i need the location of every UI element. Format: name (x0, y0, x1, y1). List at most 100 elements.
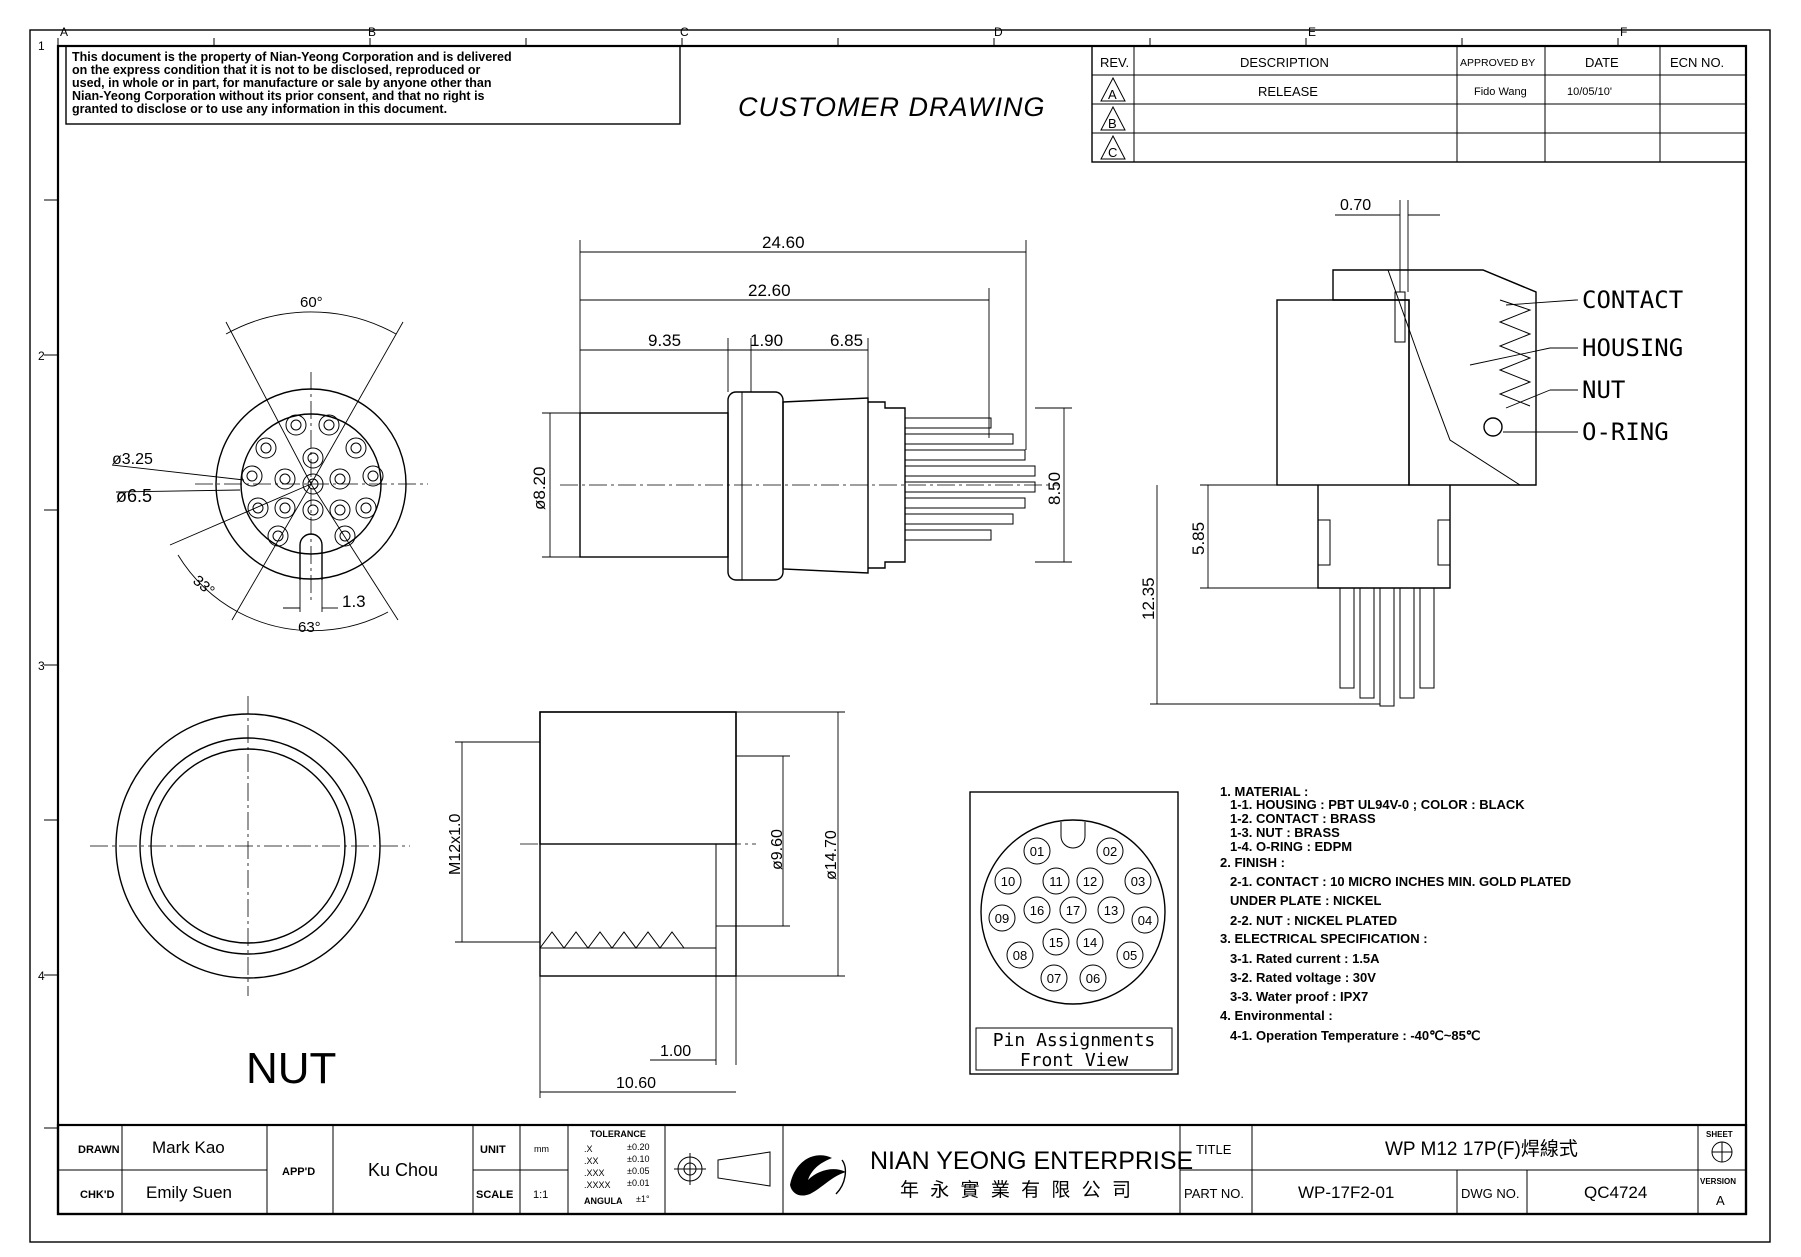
version-label: VERSION (1700, 1177, 1736, 1186)
notice-line-5: granted to disclose or to use any inform… (72, 102, 447, 116)
pin-15: 15 (1049, 935, 1063, 950)
callout-nut: NUT (1582, 376, 1625, 404)
rev-header: REV. (1100, 55, 1129, 70)
tol-key-4: .XXXX (584, 1180, 611, 1190)
part-value: WP-17F2-01 (1298, 1183, 1394, 1202)
pin-07: 07 (1047, 971, 1061, 986)
length-10-60: 10.60 (616, 1075, 656, 1092)
section-view: 0.70 5.85 12.35 CONTACT HOUSING NUT O-RI… (1139, 197, 1683, 707)
pin-10: 10 (1001, 874, 1015, 889)
ecn-header: ECN NO. (1670, 55, 1724, 70)
chkd-label: CHK'D (80, 1189, 114, 1201)
pin-12: 12 (1083, 874, 1097, 889)
sheet-crosshair-icon (1711, 1141, 1733, 1163)
pin-11: 11 (1049, 874, 1063, 889)
appd-value: Ku Chou (368, 1160, 438, 1180)
pin-08: 08 (1013, 948, 1027, 963)
pin-assignment-box: 01 02 03 04 05 06 07 08 09 10 11 12 13 1… (969, 791, 1179, 1075)
note-line-8: UNDER PLATE : NICKEL (1230, 893, 1381, 908)
callout-contact: CONTACT (1582, 286, 1683, 314)
thickness-0-70: 0.70 (1340, 197, 1371, 214)
callout-housing: HOUSING (1582, 334, 1683, 362)
pin-02: 02 (1103, 844, 1117, 859)
drawn-value: Mark Kao (152, 1138, 225, 1157)
tol-val-4: ±0.01 (627, 1178, 649, 1188)
title-block: DRAWN Mark Kao CHK'D Emily Suen APP'D Ku… (56, 1123, 1748, 1216)
rev-a-description: RELEASE (1258, 84, 1318, 99)
thread-m12: M12x1.0 (447, 814, 464, 875)
seg-1-90: 1.90 (750, 331, 783, 350)
seg-9-35: 9.35 (648, 331, 681, 350)
tol-val-3: ±0.05 (627, 1166, 649, 1176)
pin-16: 16 (1030, 903, 1044, 918)
note-line-6: 2. FINISH : (1220, 855, 1285, 870)
unit-value: mm (534, 1144, 549, 1154)
pin-04: 04 (1138, 913, 1152, 928)
dia-8-20: ø8.20 (530, 467, 549, 510)
dia-14-70: ø14.70 (823, 830, 840, 880)
zone-letter-e: E (1308, 25, 1316, 39)
note-line-11: 3-1. Rated current : 1.5A (1230, 951, 1380, 966)
zone-number-4: 4 (38, 969, 45, 983)
height-5-85: 5.85 (1189, 522, 1208, 555)
key-width-label: 1.3 (342, 592, 366, 611)
note-line-12: 3-2. Rated voltage : 30V (1230, 970, 1376, 985)
nut-front-view: NUT (90, 696, 410, 1093)
zone-number-3: 3 (38, 659, 45, 673)
tol-key-1: .X (584, 1144, 593, 1154)
rev-c-letter: C (1108, 145, 1117, 160)
height-12-35: 12.35 (1139, 577, 1158, 620)
company-logo-icon (790, 1155, 847, 1196)
pin-05: 05 (1123, 948, 1137, 963)
part-label: PART NO. (1184, 1186, 1244, 1201)
notice-line-4: Nian-Yeong Corporation without its prior… (72, 89, 485, 103)
title-label: TITLE (1196, 1142, 1232, 1157)
nut-section-view: M12x1.0 ø9.60 ø14.70 1.00 10.60 (447, 711, 845, 1098)
pin-17: 17 (1066, 903, 1080, 918)
dia-3-25-label: ø3.25 (112, 451, 153, 468)
note-line-14: 4. Environmental : (1220, 1008, 1333, 1023)
note-line-13: 3-3. Water proof : IPX7 (1230, 989, 1368, 1004)
pin-06: 06 (1086, 971, 1100, 986)
note-line-3: 1-2. CONTACT : BRASS (1230, 811, 1376, 826)
note-line-9: 2-2. NUT : NICKEL PLATED (1230, 913, 1397, 928)
zone-number-1: 1 (38, 39, 45, 53)
zone-letter-c: C (680, 25, 689, 39)
scale-label: SCALE (476, 1189, 513, 1201)
company-name: NIAN YEONG ENTERPRISE (870, 1147, 1193, 1175)
tol-val-5: ±1° (636, 1194, 650, 1204)
angle-63-label: 63° (298, 619, 321, 636)
pin-caption-2: Front View (1020, 1050, 1129, 1071)
angle-60-label: 60° (300, 294, 323, 311)
notice-line-2: on the express condition that it is not … (72, 63, 481, 77)
projection-symbol-icon (674, 1151, 771, 1187)
pin-09: 09 (995, 911, 1009, 926)
note-line-1: 1. MATERIAL : (1220, 784, 1308, 799)
note-line-10: 3. ELECTRICAL SPECIFICATION : (1220, 931, 1428, 946)
tol-key-2: .XX (584, 1156, 599, 1166)
notice-line-3: used, in whole or in part, for manufactu… (72, 76, 492, 90)
rev-a-date: 10/05/10' (1567, 86, 1612, 98)
tol-val-2: ±0.10 (627, 1154, 649, 1164)
callout-o-ring: O-RING (1582, 418, 1669, 446)
side-view: 24.60 22.60 9.35 1.90 6.85 ø8.20 8.50 (530, 233, 1072, 581)
zone-letter-d: D (994, 25, 1003, 39)
drawing-type-title: CUSTOMER DRAWING (738, 92, 1046, 122)
zone-letter-b: B (368, 25, 376, 39)
zone-letter-a: A (60, 25, 68, 39)
rev-a-letter: A (1108, 87, 1117, 102)
dia-6-5-label: ø6.5 (116, 486, 152, 506)
date-header: DATE (1585, 55, 1619, 70)
sheet-label: SHEET (1706, 1130, 1733, 1139)
tol-val-1: ±0.20 (627, 1142, 649, 1152)
note-line-7: 2-1. CONTACT : 10 MICRO INCHES MIN. GOLD… (1230, 874, 1571, 889)
note-line-2: 1-1. HOUSING : PBT UL94V-0 ; COLOR : BLA… (1230, 797, 1525, 812)
title-value: WP M12 17P(F)焊線式 (1385, 1138, 1578, 1160)
length-24-60: 24.60 (762, 233, 805, 252)
chkd-value: Emily Suen (146, 1183, 232, 1202)
approved-header: APPROVED BY (1460, 57, 1535, 69)
rev-a-approved: Fido Wang (1474, 86, 1527, 98)
property-notice: This document is the property of Nian-Ye… (65, 45, 681, 125)
scale-value: 1:1 (533, 1189, 548, 1201)
